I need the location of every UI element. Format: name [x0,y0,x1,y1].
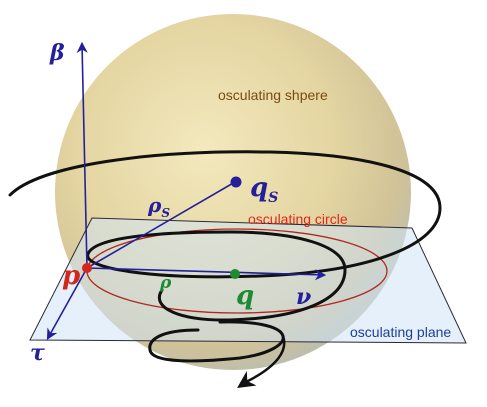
tangent-vector [46,267,88,340]
point-q [230,269,240,279]
plane-label: osculating plane [350,324,451,340]
sphere-label: osculating shpere [218,87,328,103]
beta-label: β [49,40,65,66]
rho-s-label: ρS [147,193,170,220]
point-qs [230,176,242,188]
radius-vector-qs [86,181,236,269]
rho-label: ρ [159,273,172,293]
binormal-vector [76,41,88,269]
nu-label: ν [296,284,311,310]
tau-label: τ [30,340,45,366]
helix-tail [237,335,286,388]
helix-lower-loop [148,320,285,363]
circle-label: osculating circle [248,211,348,227]
q-label: q [236,281,254,311]
p-label: p [62,261,80,291]
qs-label: qS [250,173,278,206]
point-p [82,263,92,273]
normal-vector [86,267,327,281]
helix-curve [8,150,442,322]
osculating-plane [29,217,467,344]
